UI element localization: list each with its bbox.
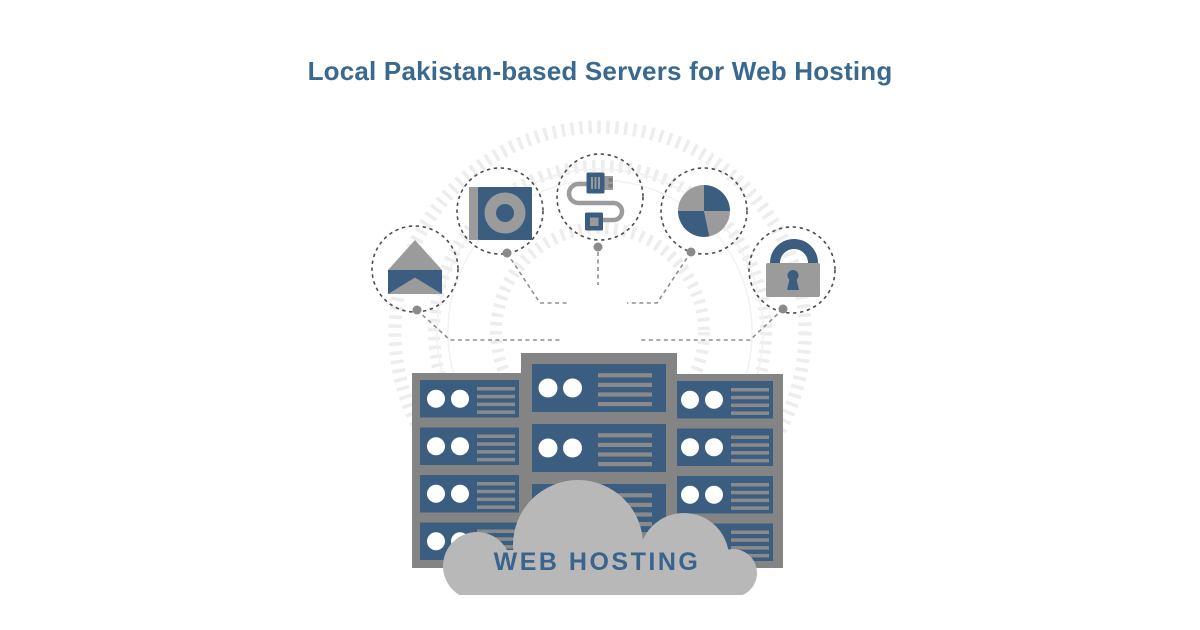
usb-cable-icon: [566, 172, 625, 231]
mail-dashed-circle: [371, 225, 459, 313]
usb-bubble: [556, 153, 644, 252]
lock-connector-dot: [778, 304, 788, 314]
lock-dashed-circle: [748, 226, 836, 314]
disk-drive-icon: [469, 187, 532, 240]
disk-connector-dot: [502, 248, 512, 258]
padlock-icon: [766, 239, 820, 297]
disk-connector-line: [506, 252, 568, 304]
cloud-label: WEB HOSTING: [494, 548, 701, 576]
mail-bubble: [371, 225, 459, 315]
tick-ring-middle: [428, 160, 772, 504]
server-unit: [420, 475, 519, 513]
server-unit: [674, 381, 773, 419]
pie-connector-dot: [686, 247, 696, 257]
server-unit: [532, 364, 666, 412]
mail-connector-dot: [412, 305, 422, 315]
connector-lines: [416, 251, 784, 341]
pie-connector-line: [627, 251, 692, 304]
tick-ring-outer: [388, 120, 812, 544]
pie-chart-icon: [678, 185, 730, 237]
lock-connector-line: [640, 308, 784, 341]
usb-dashed-circle: [556, 153, 644, 241]
mail-icon: [388, 240, 442, 294]
usb-connector-dot: [593, 242, 603, 252]
disk-bubble: [456, 167, 544, 258]
server-unit: [532, 424, 666, 472]
cloud-shape: [443, 480, 757, 595]
page-title: Local Pakistan-based Servers for Web Hos…: [307, 56, 893, 86]
server-unit: [420, 427, 519, 465]
disk-dashed-circle: [456, 167, 544, 255]
pie-dashed-circle: [660, 167, 748, 255]
server-unit: [420, 380, 519, 418]
lock-bubble: [748, 226, 836, 314]
hosting-cloud: WEB HOSTING: [443, 480, 757, 595]
icon-bubbles: [371, 153, 836, 315]
server-unit: [674, 428, 773, 466]
server-unit: [674, 476, 773, 514]
pie-bubble: [660, 167, 748, 257]
